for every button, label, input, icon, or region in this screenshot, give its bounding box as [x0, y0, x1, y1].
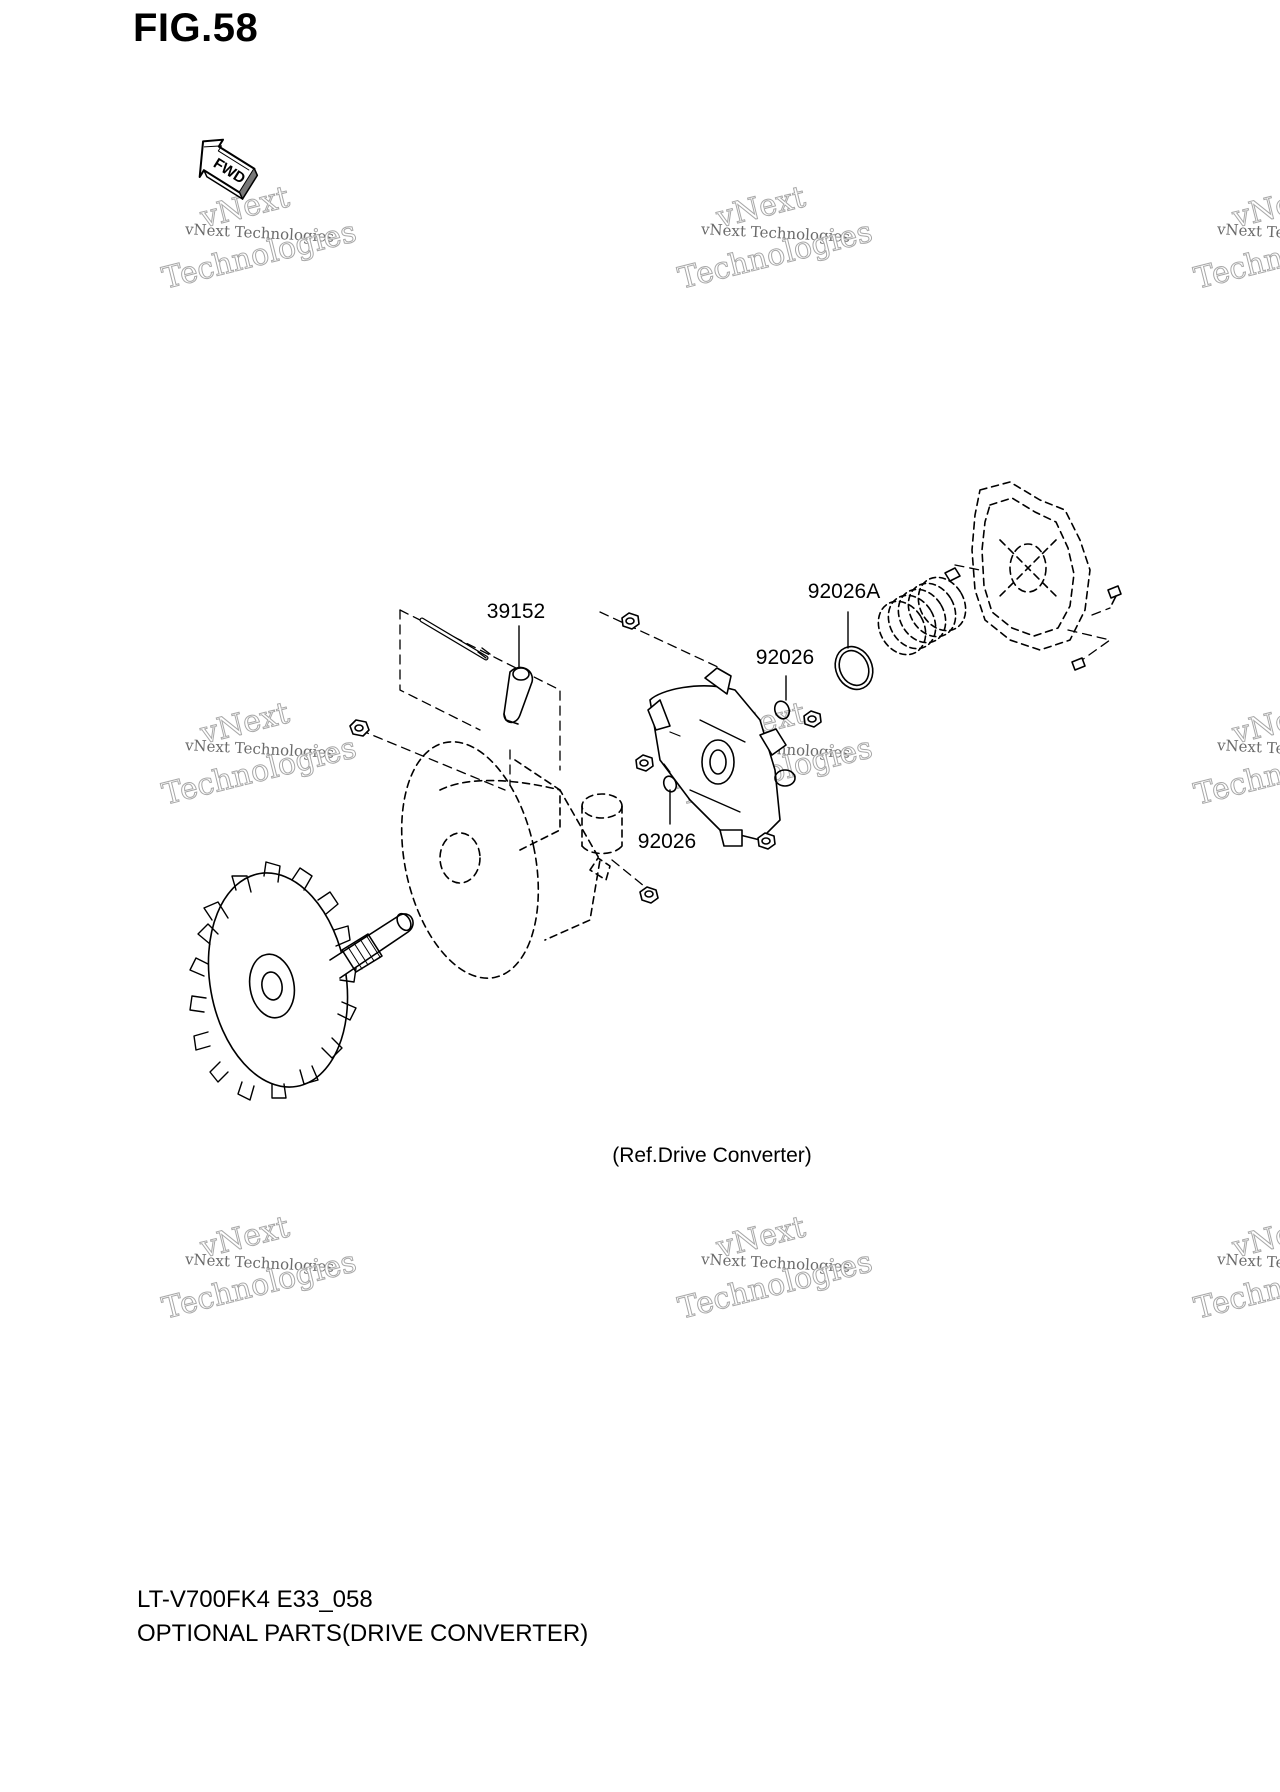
- movable-sheave: [400, 741, 611, 979]
- figure-description: OPTIONAL PARTS(DRIVE CONVERTER): [137, 1620, 589, 1647]
- part-label: 92026: [756, 646, 814, 669]
- part-label: 92026A: [808, 580, 880, 603]
- spider-assembly: [647, 667, 796, 847]
- reference-note: (Ref.Drive Converter): [612, 1144, 812, 1167]
- figure-title: FIG.58: [133, 6, 259, 50]
- fixed-sheave: [189, 861, 414, 1101]
- part-label: 39152: [487, 600, 545, 623]
- fwd-arrow-icon: FWD: [198, 138, 259, 200]
- o-ring-lower: [662, 775, 678, 793]
- o-ring-upper: [773, 700, 791, 720]
- model-code: LT-V700FK4 E33_058: [137, 1586, 373, 1613]
- o-ring-large: [834, 645, 874, 691]
- nut: [639, 886, 659, 904]
- part-label: 92026: [638, 830, 696, 853]
- collar: [581, 793, 623, 855]
- weight-arm-39152: [419, 617, 534, 725]
- nut: [621, 612, 640, 630]
- leader-lines: [518, 611, 849, 825]
- nut: [803, 710, 822, 728]
- cover-plate: [971, 481, 1091, 651]
- spring: [877, 576, 967, 656]
- nut: [757, 832, 776, 850]
- screw: [944, 567, 1122, 671]
- nut: [635, 754, 654, 772]
- nut: [349, 719, 370, 737]
